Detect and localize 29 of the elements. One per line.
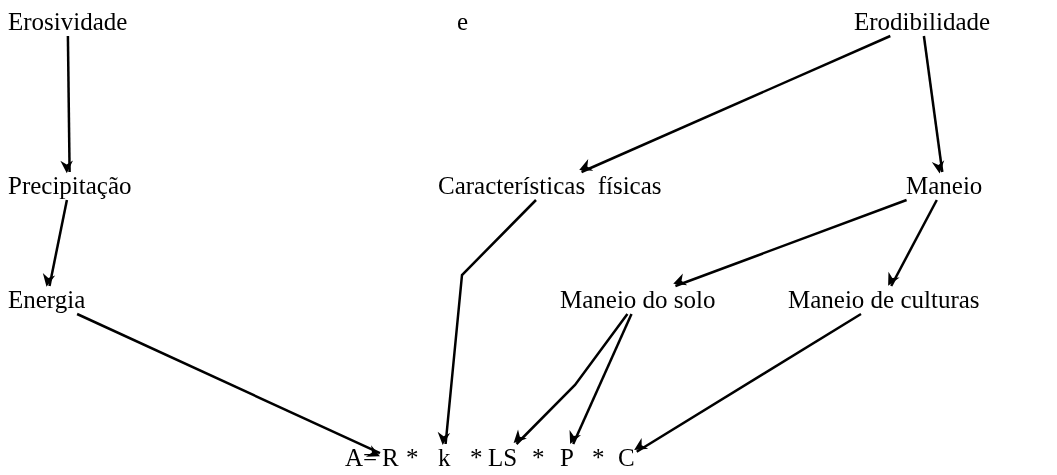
node-label: P (558, 444, 576, 472)
node-label: Precipitação (6, 172, 134, 200)
arrow (634, 312, 862, 453)
node-label: C (616, 444, 637, 472)
arrow (673, 198, 908, 288)
arrow (42, 199, 69, 287)
text-label: * (591, 444, 606, 472)
arrow (437, 199, 537, 445)
text-label: * (405, 444, 420, 472)
arrow (888, 199, 938, 287)
node-label: Erosividade (6, 8, 130, 36)
arrow (579, 34, 891, 174)
node-label: R (380, 444, 401, 472)
text-label: * (531, 444, 546, 472)
arrow (569, 313, 633, 445)
node-label: Maneio do solo (558, 286, 718, 314)
node-label: Maneio (904, 172, 985, 200)
node-label: Erodibilidade (852, 8, 993, 36)
text-label: e (456, 8, 470, 36)
node-label: Maneio de culturas (786, 286, 982, 314)
node-label: LS (486, 444, 520, 472)
arrow (922, 35, 945, 174)
arrow (76, 312, 381, 457)
node-label: k (436, 444, 453, 472)
arrow (513, 313, 629, 445)
text-label: * (469, 444, 484, 472)
arrow (60, 36, 73, 174)
node-label: Características físicas (436, 172, 664, 200)
node-label: Energia (6, 286, 88, 314)
